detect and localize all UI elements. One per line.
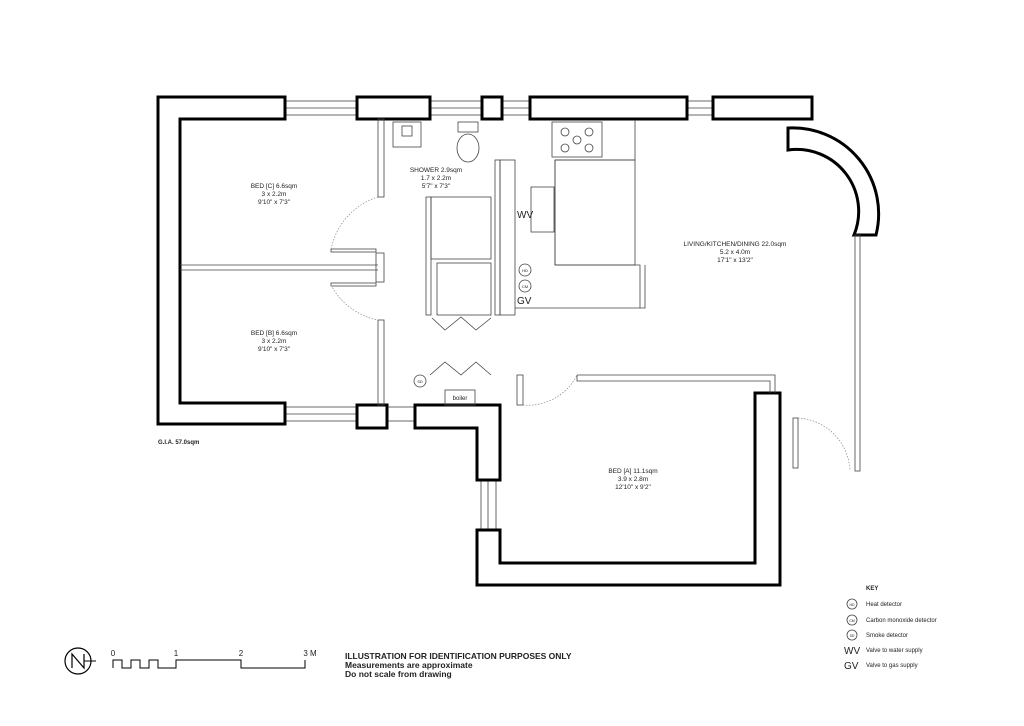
svg-text:5.2 x 4.0m: 5.2 x 4.0m [720,249,750,256]
svg-text:HD: HD [849,603,855,607]
svg-text:CM: CM [522,284,528,289]
svg-text:KEY: KEY [866,586,878,592]
svg-text:Carbon monoxide detector: Carbon monoxide detector [866,618,937,624]
key-legend: KEY HD Heat detector CM Carbon monoxide … [844,586,937,672]
room-label-bed-b: BED [B] 6.6sqm 3 x 2.2m 9'10" x 7'3" [251,330,297,353]
exterior-walls [156,95,881,587]
smoke-detector-icon [413,374,427,388]
svg-text:3 M: 3 M [303,649,317,658]
room-label-bed-a: BED [A] 11.1sqm 3.9 x 2.8m 12'10" x 9'2" [608,468,657,491]
svg-text:9'10" x 7'3": 9'10" x 7'3" [258,199,291,206]
water-valve-symbol: WV [517,210,533,221]
plan-symbols: WV HD CM GV SD [413,210,533,388]
svg-text:9'10" x 7'3": 9'10" x 7'3" [258,346,291,353]
svg-text:1.7 x 2.2m: 1.7 x 2.2m [421,175,451,182]
room-label-shower: SHOWER 2.9sqm 1.7 x 2.2m 5'7" x 7'3" [410,167,462,190]
svg-text:HD: HD [522,268,528,273]
svg-text:LIVING/KITCHEN/DINING 22.0sqm: LIVING/KITCHEN/DINING 22.0sqm [684,241,787,248]
svg-text:Do not scale from drawing: Do not scale from drawing [345,669,452,679]
svg-text:SD: SD [850,634,855,638]
interior-walls [180,118,861,472]
svg-text:Measurements are approximate: Measurements are approximate [345,660,473,670]
svg-text:CM: CM [849,619,855,623]
scale-bar: 0 1 2 3 M [111,649,317,669]
north-arrow-icon [64,647,96,675]
svg-text:12'10" x 9'2": 12'10" x 9'2" [615,484,651,491]
heat-detector-icon [518,263,532,277]
svg-text:2: 2 [239,649,244,658]
co-detector-icon [518,279,532,293]
svg-text:17'1" x 13'2": 17'1" x 13'2" [717,257,753,264]
room-label-living: LIVING/KITCHEN/DINING 22.0sqm 5.2 x 4.0m… [684,241,787,264]
door-swings [330,196,851,472]
svg-text:SD: SD [417,379,423,384]
room-label-bed-c: BED [C] 6.6sqm 3 x 2.2m 9'10" x 7'3" [251,183,298,206]
svg-text:WV: WV [844,646,860,657]
gia-label: G.I.A. 57.0sqm [158,440,199,446]
svg-text:1: 1 [174,649,179,658]
svg-text:Valve to gas supply: Valve to gas supply [866,663,918,669]
svg-text:BED [A] 11.1sqm: BED [A] 11.1sqm [608,468,657,475]
svg-text:BED [C] 6.6sqm: BED [C] 6.6sqm [251,183,298,190]
svg-text:GV: GV [844,661,859,672]
svg-text:Valve to water supply: Valve to water supply [866,648,923,654]
svg-text:0: 0 [111,649,116,658]
gas-valve-symbol: GV [517,296,532,307]
svg-text:3 x 2.2m: 3 x 2.2m [262,338,287,345]
disclaimer: ILLUSTRATION FOR IDENTIFICATION PURPOSES… [345,651,572,679]
svg-text:5'7" x 7'3": 5'7" x 7'3" [422,183,451,190]
svg-text:3.9 x 2.8m: 3.9 x 2.8m [618,476,648,483]
svg-text:3 x 2.2m: 3 x 2.2m [262,191,287,198]
boiler-label: boiler [453,396,468,402]
svg-text:Heat detector: Heat detector [866,602,902,608]
svg-text:ILLUSTRATION FOR IDENTIFICATIO: ILLUSTRATION FOR IDENTIFICATION PURPOSES… [345,651,572,661]
svg-text:SHOWER 2.9sqm: SHOWER 2.9sqm [410,167,462,174]
svg-text:BED [B] 6.6sqm: BED [B] 6.6sqm [251,330,297,337]
svg-text:Smoke detector: Smoke detector [866,633,908,639]
